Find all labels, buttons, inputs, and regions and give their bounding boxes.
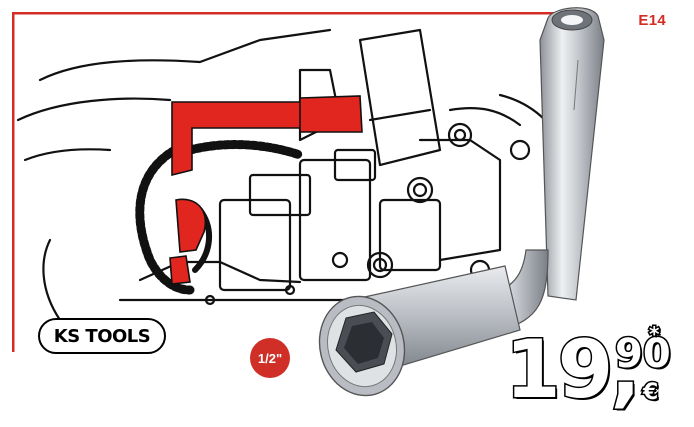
brand-logo-text: KS TOOLS <box>53 325 151 347</box>
offset-socket-wrench-icon <box>318 7 605 397</box>
price-currency: € <box>641 380 659 405</box>
price-tag: 19, 90 * € <box>504 323 673 412</box>
price-decimal: 90 <box>614 331 673 377</box>
frame-left-line <box>12 12 15 352</box>
frame-top-line <box>12 12 572 15</box>
product-code: E14 <box>638 12 666 29</box>
drive-size-label: 1/2" <box>257 350 283 366</box>
price-integer: 19, <box>504 323 643 416</box>
brand-logo: KS TOOLS <box>38 318 166 354</box>
red-locking-tool-icon <box>169 95 363 285</box>
price-footnote-mark: * <box>647 322 661 346</box>
drive-size-badge: 1/2" <box>250 338 290 378</box>
